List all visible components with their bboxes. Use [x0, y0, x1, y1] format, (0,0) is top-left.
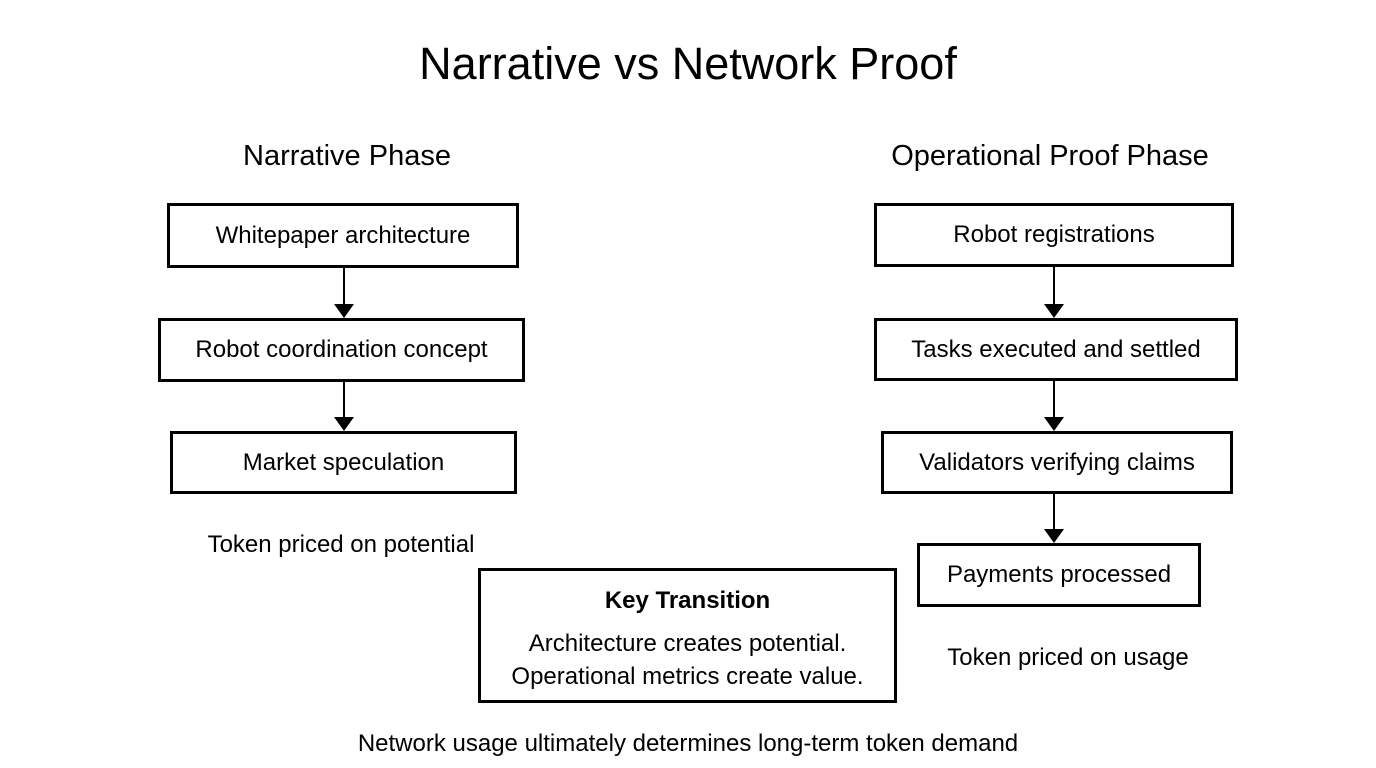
key-transition-line-2: Operational metrics create value.: [511, 663, 864, 690]
flow-box-payments-processed: Payments processed: [917, 543, 1201, 607]
arrow-stem: [342, 382, 346, 417]
key-transition-box: Key Transition Architecture creates pote…: [478, 568, 897, 703]
flow-box-label: Market speculation: [242, 448, 445, 476]
arrow-head: [334, 417, 354, 431]
key-transition-line-1: Architecture creates potential.: [528, 630, 847, 657]
down-arrow-icon: [1044, 267, 1064, 318]
arrow-stem: [1052, 381, 1056, 417]
column-heading-narrative-phase: Narrative Phase: [243, 140, 451, 172]
arrow-stem: [342, 268, 346, 304]
arrow-head: [1044, 417, 1064, 431]
flow-box-whitepaper-architecture: Whitepaper architecture: [167, 203, 519, 268]
diagram-title: Narrative vs Network Proof: [419, 38, 957, 89]
down-arrow-icon: [334, 268, 354, 318]
flow-box-label: Whitepaper architecture: [215, 221, 471, 249]
flow-box-label: Payments processed: [946, 561, 1172, 588]
flow-box-label: Validators verifying claims: [919, 448, 1195, 476]
flow-box-robot-coordination-concept: Robot coordination concept: [158, 318, 525, 382]
arrow-head: [334, 304, 354, 318]
flow-box-tasks-executed-and-settled: Tasks executed and settled: [874, 318, 1238, 381]
flow-box-label: Robot registrations: [953, 221, 1155, 248]
flow-box-validators-verifying-claims: Validators verifying claims: [881, 431, 1233, 494]
down-arrow-icon: [1044, 494, 1064, 543]
column-heading-operational-proof-phase: Operational Proof Phase: [891, 140, 1209, 172]
flow-box-market-speculation: Market speculation: [170, 431, 517, 494]
caption-token-priced-on-usage: Token priced on usage: [947, 644, 1189, 671]
flow-box-label: Robot coordination concept: [195, 336, 488, 363]
down-arrow-icon: [1044, 381, 1064, 431]
flow-box-robot-registrations: Robot registrations: [874, 203, 1234, 267]
flow-box-label: Tasks executed and settled: [911, 335, 1201, 363]
key-transition-title: Key Transition: [604, 587, 771, 614]
arrow-stem: [1052, 267, 1056, 304]
footer-note: Network usage ultimately determines long…: [357, 730, 1019, 757]
arrow-stem: [1052, 494, 1056, 529]
arrow-head: [1044, 529, 1064, 543]
caption-token-priced-on-potential: Token priced on potential: [207, 531, 475, 558]
down-arrow-icon: [334, 382, 354, 431]
arrow-head: [1044, 304, 1064, 318]
